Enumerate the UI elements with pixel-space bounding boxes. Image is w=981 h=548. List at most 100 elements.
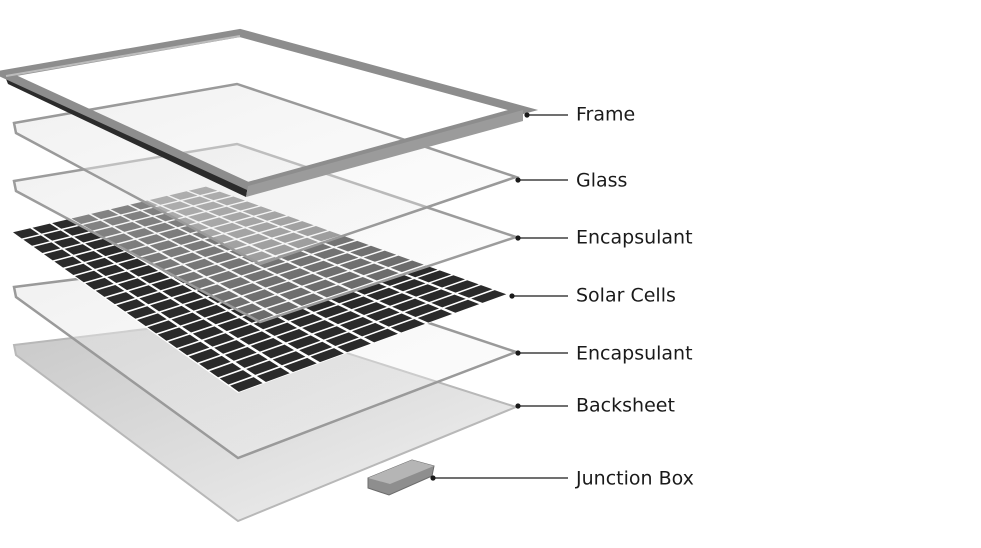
leader-lines — [430, 112, 568, 481]
solar-cell — [404, 304, 440, 318]
solar-cell — [44, 249, 72, 261]
solar-cell — [303, 299, 337, 312]
solar-cell — [64, 244, 92, 255]
solar-cell — [444, 299, 480, 313]
solar-cell — [43, 230, 70, 241]
glass-layer — [12, 82, 520, 266]
solar-cell — [107, 271, 136, 284]
label-solar-cells: Solar Cells — [576, 284, 676, 307]
solar-cell — [290, 313, 323, 327]
solar-cell — [366, 287, 400, 301]
solar-cell — [116, 299, 146, 312]
solar-cell — [228, 324, 261, 338]
solar-cell — [378, 313, 413, 327]
solar-cell — [250, 337, 283, 352]
solar-cell — [85, 238, 113, 250]
solar-cell — [283, 357, 317, 373]
solar-cell — [302, 320, 335, 334]
solar-cell — [85, 277, 114, 290]
label-junction-box: Junction Box — [576, 467, 694, 490]
solar-cell — [341, 296, 375, 310]
solar-cell — [173, 291, 204, 304]
solar-cell — [206, 311, 238, 325]
frame-layer — [0, 28, 539, 197]
solar-cell — [32, 223, 59, 234]
solar-cell — [471, 290, 507, 303]
solar-cell — [327, 311, 361, 325]
solar-cell — [256, 367, 290, 382]
solar-cell — [457, 285, 493, 298]
solar-cell — [151, 278, 181, 291]
label-encapsulant-top: Encapsulant — [576, 226, 693, 249]
solar-cell — [168, 334, 199, 348]
solar-cell — [261, 344, 295, 359]
solar-cell — [95, 284, 125, 297]
solar-cell — [54, 256, 82, 268]
solar-cell — [64, 263, 93, 275]
solar-cell — [209, 362, 242, 378]
solar-cell — [272, 351, 306, 366]
solar-cell — [364, 328, 398, 343]
solar-cell — [276, 329, 309, 343]
solar-cell — [188, 348, 221, 363]
solar-cell — [96, 264, 125, 276]
solar-cell — [192, 326, 224, 340]
solar-cell — [287, 335, 321, 350]
solar-cell — [235, 353, 268, 368]
solar-cell — [353, 302, 387, 315]
solar-cell — [253, 316, 286, 330]
solar-cell — [126, 306, 157, 319]
solar-cell — [195, 304, 227, 318]
solar-cell — [417, 270, 452, 283]
solar-cell — [313, 326, 347, 340]
solar-cell — [178, 341, 210, 356]
solar-cell — [418, 289, 453, 303]
solar-cell — [299, 341, 333, 356]
solar-cell — [157, 327, 189, 341]
solar-cell — [147, 320, 178, 334]
solar-cell — [139, 292, 169, 305]
solar-cell — [431, 294, 466, 308]
solar-cell — [339, 317, 374, 331]
solar-cell — [325, 332, 359, 346]
solar-cell — [392, 298, 427, 312]
solar-cell — [337, 338, 371, 353]
label-encapsulant-bottom: Encapsulant — [576, 342, 693, 365]
solar-cell — [417, 309, 453, 323]
solar-cell — [430, 275, 466, 288]
solar-cell — [96, 245, 125, 257]
solar-cell — [160, 305, 191, 319]
solar-cell — [405, 284, 439, 297]
solar-cell — [140, 271, 170, 284]
solar-cell — [219, 370, 252, 385]
solar-cell — [390, 319, 426, 333]
solar-cell — [106, 292, 135, 305]
solar-cell — [224, 346, 257, 361]
solar-cell — [239, 331, 272, 345]
solar-cell — [12, 228, 40, 239]
solar-cell — [75, 251, 103, 262]
label-frame: Frame — [576, 103, 636, 126]
solar-cell — [444, 280, 479, 293]
solar-cell — [150, 298, 180, 312]
solar-cell — [353, 282, 387, 295]
solar-cell — [315, 305, 349, 319]
solar-cell — [182, 319, 213, 333]
solar-cell — [171, 312, 202, 326]
solar-cell — [328, 290, 362, 304]
solar-cell — [278, 307, 311, 321]
solar-cell — [53, 237, 81, 248]
solar-cell — [184, 298, 215, 311]
solar-cell — [128, 285, 158, 298]
solar-cell — [137, 313, 167, 327]
solar-cell — [379, 293, 413, 306]
solar-cell — [246, 360, 279, 375]
junction-box — [367, 459, 435, 496]
solar-cell — [365, 307, 400, 321]
solar-cell — [310, 348, 344, 363]
solar-cell — [129, 265, 159, 277]
label-glass: Glass — [576, 169, 628, 192]
solar-cell — [107, 252, 136, 263]
solar-cell — [199, 355, 231, 370]
solar-cell — [118, 258, 147, 270]
